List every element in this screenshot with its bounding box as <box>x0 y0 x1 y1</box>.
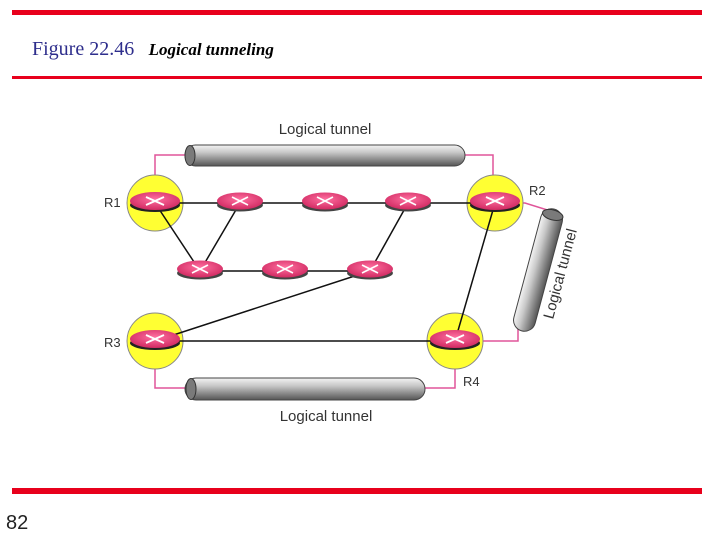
tunnel-top <box>184 144 466 167</box>
figure-number: Figure 22.46 <box>32 38 135 60</box>
router-r1 <box>130 192 180 212</box>
link-r1-b2 <box>199 202 241 272</box>
top-accent-bar <box>12 10 702 15</box>
bottom-accent-bar <box>12 488 702 494</box>
router-r2 <box>470 192 520 212</box>
title-divider <box>12 76 702 79</box>
r3-label: R3 <box>104 335 121 350</box>
r1-label: R1 <box>104 195 121 210</box>
router-top-3 <box>385 192 431 212</box>
router-top-2 <box>302 192 348 212</box>
tunnel-bottom <box>184 377 426 401</box>
r2-label: R2 <box>529 183 546 198</box>
link-a3-b3 <box>369 202 409 272</box>
router-mid-3 <box>347 260 393 280</box>
tunnel-bottom-label: Logical tunnel <box>280 408 373 425</box>
physical-links <box>154 202 496 342</box>
link-r2-r4 <box>454 202 496 342</box>
router-mid-1 <box>177 260 223 280</box>
tunnel-right <box>513 208 564 332</box>
figure-caption: Logical tunneling <box>148 40 274 59</box>
router-top-1 <box>217 192 263 212</box>
figure-title: Figure 22.46 Logical tunneling <box>32 38 274 61</box>
router-mid-2 <box>262 260 308 280</box>
r4-label: R4 <box>463 374 480 389</box>
tunnel-top-label: Logical tunnel <box>279 121 372 138</box>
link-b3-r3 <box>154 270 371 342</box>
router-r3 <box>130 330 180 350</box>
router-r4 <box>430 330 480 350</box>
page-number: 82 <box>6 512 29 534</box>
link-r1-b1 <box>154 202 201 272</box>
